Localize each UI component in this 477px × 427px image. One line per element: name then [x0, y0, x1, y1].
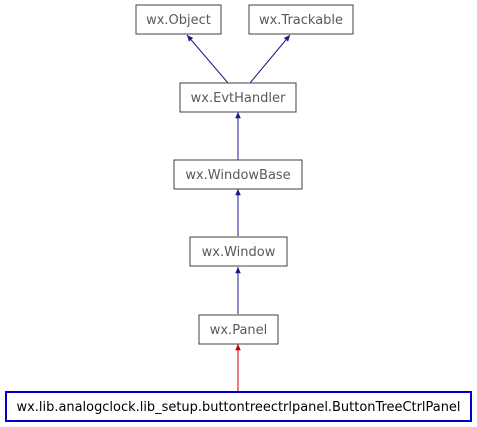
node-label-window: wx.Window: [202, 245, 276, 260]
node-label-evthandler: wx.EvtHandler: [191, 91, 286, 106]
node-label-panel: wx.Panel: [210, 323, 268, 338]
node-wx-trackable[interactable]: wx.Trackable: [248, 4, 354, 35]
edges: [186, 34, 291, 391]
node-wx-window[interactable]: wx.Window: [189, 236, 288, 267]
edge-evthandler-to-object: [186, 34, 229, 84]
edge-evthandler-to-trackable: [249, 34, 291, 84]
node-label-windowbase: wx.WindowBase: [185, 168, 290, 183]
node-wx-object[interactable]: wx.Object: [135, 4, 222, 35]
node-wx-evthandler[interactable]: wx.EvtHandler: [179, 82, 297, 113]
node-focus-class[interactable]: wx.lib.analogclock.lib_setup.buttontreec…: [5, 391, 472, 422]
node-label-focus: wx.lib.analogclock.lib_setup.buttontreec…: [17, 400, 461, 415]
node-wx-panel[interactable]: wx.Panel: [198, 314, 279, 345]
node-label-object: wx.Object: [146, 13, 211, 28]
node-label-trackable: wx.Trackable: [259, 13, 343, 28]
node-wx-windowbase[interactable]: wx.WindowBase: [173, 159, 303, 190]
